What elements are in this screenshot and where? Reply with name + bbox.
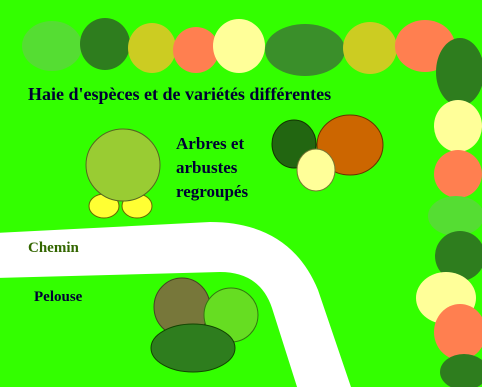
trees-label-line1: Arbres et — [176, 134, 244, 153]
tree-mid-green — [150, 323, 236, 373]
garden-path — [0, 222, 351, 387]
tree-group-right — [271, 114, 384, 192]
hedge-label: Haie d'espèces et de variétés différente… — [28, 84, 331, 104]
hedge-shrub — [436, 38, 482, 106]
hedge-shrub — [213, 19, 265, 73]
hedge-shrub — [265, 24, 345, 76]
hedge-shrub — [128, 23, 176, 73]
lawn-label: Pelouse — [34, 289, 83, 305]
hedge-shrub — [434, 100, 482, 152]
hedge-shrub — [435, 231, 482, 281]
tree-yellow-green — [85, 128, 161, 202]
hedge-right — [416, 38, 482, 387]
trees-label-line2: arbustes — [176, 158, 238, 177]
shrub-light-yellow — [296, 148, 336, 192]
hedge-shrub — [428, 196, 482, 236]
hedge-shrub — [173, 27, 219, 73]
hedge-shrub — [434, 304, 482, 360]
hedge-shrub — [434, 150, 482, 198]
hedge-top — [22, 18, 455, 76]
hedge-shrub — [343, 22, 397, 74]
hedge-shrub — [80, 18, 130, 70]
hedge-shrub — [440, 354, 482, 387]
hedge-shrub — [22, 21, 82, 71]
path-label: Chemin — [28, 240, 79, 256]
tree-group-bottom — [150, 277, 259, 373]
tree-group-left — [85, 128, 161, 219]
tree-dark-orange — [316, 114, 384, 176]
trees-label-line3: regroupés — [176, 182, 248, 201]
